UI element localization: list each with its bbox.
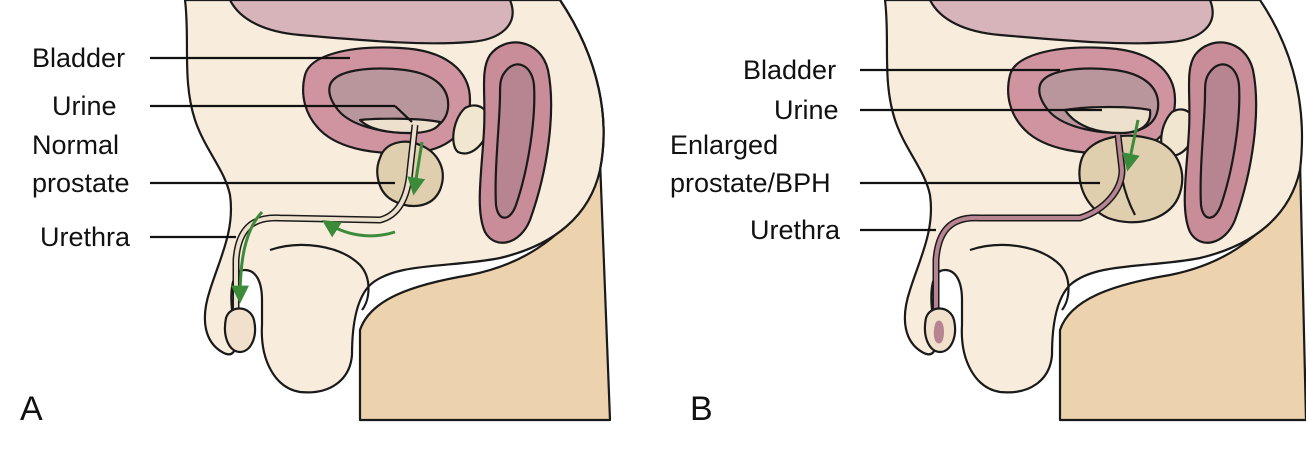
urine-pool — [358, 117, 442, 135]
label-urine: Urine — [52, 91, 117, 121]
panel-a-leader-lines — [150, 56, 413, 239]
label-urine: Urine — [774, 95, 839, 125]
flow-arrow-penile — [231, 210, 264, 304]
label-prostate-line2: prostate/BPH — [670, 168, 831, 198]
leader-urine-tail — [394, 105, 413, 123]
panel-b: Bladder Urine Enlarged prostate/BPH Uret… — [670, 0, 1306, 428]
panel-a-flow-arrows — [231, 141, 426, 304]
panel-b-leader-lines — [860, 68, 1102, 232]
rectum-lumen — [1199, 63, 1241, 219]
label-prostate-line1: Enlarged — [670, 130, 778, 160]
urethra-lumen — [934, 134, 1124, 340]
label-urethra: Urethra — [750, 215, 841, 245]
panel-letter-a: A — [20, 390, 43, 428]
urine-pool — [1063, 105, 1152, 135]
panel-a: Bladder Urine Normal prostate Urethra A — [20, 0, 612, 428]
label-prostate-line2: prostate — [32, 168, 130, 198]
label-urethra: Urethra — [40, 222, 131, 252]
panel-b-flow-arrows — [1122, 119, 1140, 172]
glans — [223, 307, 257, 354]
label-bladder: Bladder — [743, 55, 836, 85]
back-outline — [559, 0, 605, 171]
abdomen-mass — [228, 0, 514, 45]
label-bladder: Bladder — [32, 43, 125, 73]
glans-meatus — [933, 320, 944, 344]
flow-arrow-urethra-bend — [321, 220, 396, 238]
flow-arrow-prostate — [407, 141, 426, 196]
scrotum-outline — [969, 243, 1070, 311]
scrotum-outline — [269, 243, 370, 311]
rectum-lumen — [494, 63, 536, 219]
panel-letter-b: B — [690, 390, 713, 428]
flow-arrow-blocked — [1122, 119, 1140, 172]
label-prostate-line1: Normal — [32, 130, 119, 160]
panel-a-body-illustration — [183, 0, 612, 422]
panel-b-body-illustration — [883, 0, 1306, 422]
abdomen-mass — [928, 0, 1214, 45]
